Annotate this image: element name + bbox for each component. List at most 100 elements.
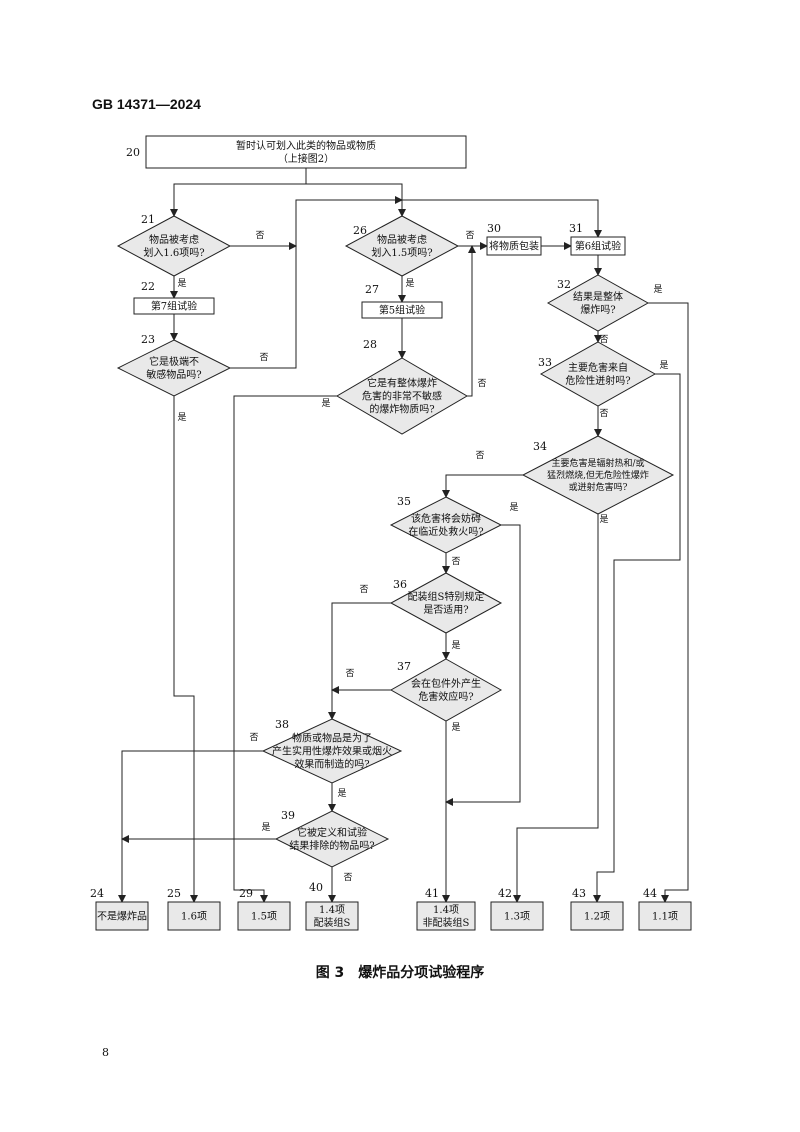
node-text: 配装组S特别规定 bbox=[408, 590, 485, 603]
yes-label: 是 bbox=[653, 284, 662, 295]
process-box bbox=[145, 135, 467, 169]
node-text: 1.5项 bbox=[251, 911, 277, 923]
node-number: 36 bbox=[393, 578, 407, 591]
node-text: 危害的非常不敏感 bbox=[362, 390, 442, 403]
node-text: 主要危害来自 bbox=[568, 361, 628, 374]
no-label: 否 bbox=[359, 584, 368, 595]
flow-node-24: 24 不是爆炸品 bbox=[90, 887, 149, 931]
node-text: 该危害将会妨碍 bbox=[411, 512, 481, 525]
node-text: 危险性迸射吗? bbox=[565, 374, 630, 387]
node-number: 28 bbox=[363, 338, 377, 351]
decision-diamond bbox=[274, 810, 390, 868]
node-number: 30 bbox=[487, 222, 501, 235]
node-number: 20 bbox=[126, 146, 140, 159]
process-box bbox=[570, 236, 626, 256]
node-text: 1.6项 bbox=[181, 911, 207, 923]
node-number: 34 bbox=[533, 440, 547, 453]
no-label: 否 bbox=[451, 556, 460, 567]
node-text: 在临近处救火吗? bbox=[408, 525, 483, 538]
decision-diamond bbox=[389, 496, 503, 554]
result-box bbox=[416, 901, 476, 931]
no-label: 否 bbox=[345, 668, 354, 679]
decision-diamond bbox=[116, 215, 232, 277]
node-text: 不是爆炸品 bbox=[97, 911, 147, 923]
flow-node-42: 421.3项 bbox=[490, 887, 544, 931]
node-text: 爆炸吗? bbox=[580, 304, 615, 316]
yes-label: 是 bbox=[177, 412, 186, 423]
standard-code: GB 14371—2024 bbox=[92, 96, 201, 112]
no-label: 否 bbox=[475, 450, 484, 461]
node-text: 会在包件外产生 bbox=[411, 677, 481, 690]
node-number: 22 bbox=[141, 280, 155, 293]
no-label: 否 bbox=[599, 334, 608, 345]
node-text: 划入1.5项吗? bbox=[371, 246, 432, 259]
node-number: 44 bbox=[643, 887, 657, 900]
node-text: 是否适用? bbox=[423, 604, 468, 616]
node-text: 效果而制造的吗? bbox=[294, 758, 369, 771]
node-text: 1.2项 bbox=[584, 911, 610, 923]
result-box bbox=[237, 901, 291, 931]
node-number: 24 bbox=[90, 887, 104, 900]
node-number: 41 bbox=[425, 887, 439, 900]
node-number: 25 bbox=[167, 887, 181, 900]
node-number: 35 bbox=[397, 495, 411, 508]
no-label: 否 bbox=[599, 408, 608, 419]
node-text: 1.4项 bbox=[433, 904, 459, 916]
flow-node-22: 22 第7组试验 bbox=[133, 280, 215, 315]
node-text: 主要危害是辐射热和/或 bbox=[551, 457, 644, 469]
yes-label: 是 bbox=[321, 398, 330, 409]
node-text: 产生实用性爆炸效果或烟火 bbox=[272, 745, 392, 758]
connector-lines bbox=[118, 168, 689, 903]
node-text: 的爆炸物质吗? bbox=[369, 403, 434, 416]
node-text: 暂时认可划入此类的物品或物质 bbox=[236, 139, 376, 152]
decision-diamond bbox=[389, 572, 503, 634]
node-number: 42 bbox=[498, 887, 512, 900]
no-label: 否 bbox=[477, 378, 486, 389]
no-label: 否 bbox=[343, 872, 352, 883]
node-number: 38 bbox=[275, 718, 289, 731]
result-box bbox=[305, 901, 359, 931]
node-number: 29 bbox=[239, 887, 253, 900]
node-text: 1.1项 bbox=[652, 911, 678, 923]
node-text: 敏感物品吗? bbox=[146, 368, 201, 381]
flow-node-20: 20 暂时认可划入此类的物品或物质（上接图2） bbox=[126, 135, 467, 169]
node-text: 结果排除的物品吗? bbox=[289, 839, 374, 852]
node-text: 将物质包装 bbox=[489, 240, 539, 253]
node-text: 第6组试验 bbox=[575, 240, 621, 253]
decision-diamond bbox=[116, 339, 232, 397]
flow-node-29: 29 1.5项 bbox=[237, 887, 291, 931]
node-number: 40 bbox=[309, 881, 323, 894]
decision-diamond bbox=[539, 341, 657, 407]
node-text: 物质或物品是为了 bbox=[292, 732, 372, 745]
no-label: 否 bbox=[255, 230, 264, 241]
node-text: 危害效应吗? bbox=[418, 690, 473, 703]
flow-node-30: 30 将物质包装 bbox=[486, 222, 542, 256]
node-text: 它是极端不 bbox=[149, 355, 199, 368]
result-box bbox=[638, 901, 692, 931]
decision-diamond bbox=[389, 658, 503, 722]
node-text: 物品被考虑 bbox=[377, 233, 427, 246]
node-text: （上接图2） bbox=[278, 152, 334, 165]
node-text: 第7组试验 bbox=[151, 300, 197, 313]
node-number: 33 bbox=[538, 356, 552, 369]
node-text: 划入1.6项吗? bbox=[143, 246, 204, 259]
node-number: 39 bbox=[281, 809, 295, 822]
node-text: 第5组试验 bbox=[379, 304, 425, 317]
node-number: 37 bbox=[397, 660, 411, 673]
decision-diamond bbox=[521, 435, 675, 515]
node-text: 猛烈燃烧,但无危险性爆炸 bbox=[547, 469, 649, 481]
node-text: 它被定义和试验 bbox=[297, 826, 367, 839]
